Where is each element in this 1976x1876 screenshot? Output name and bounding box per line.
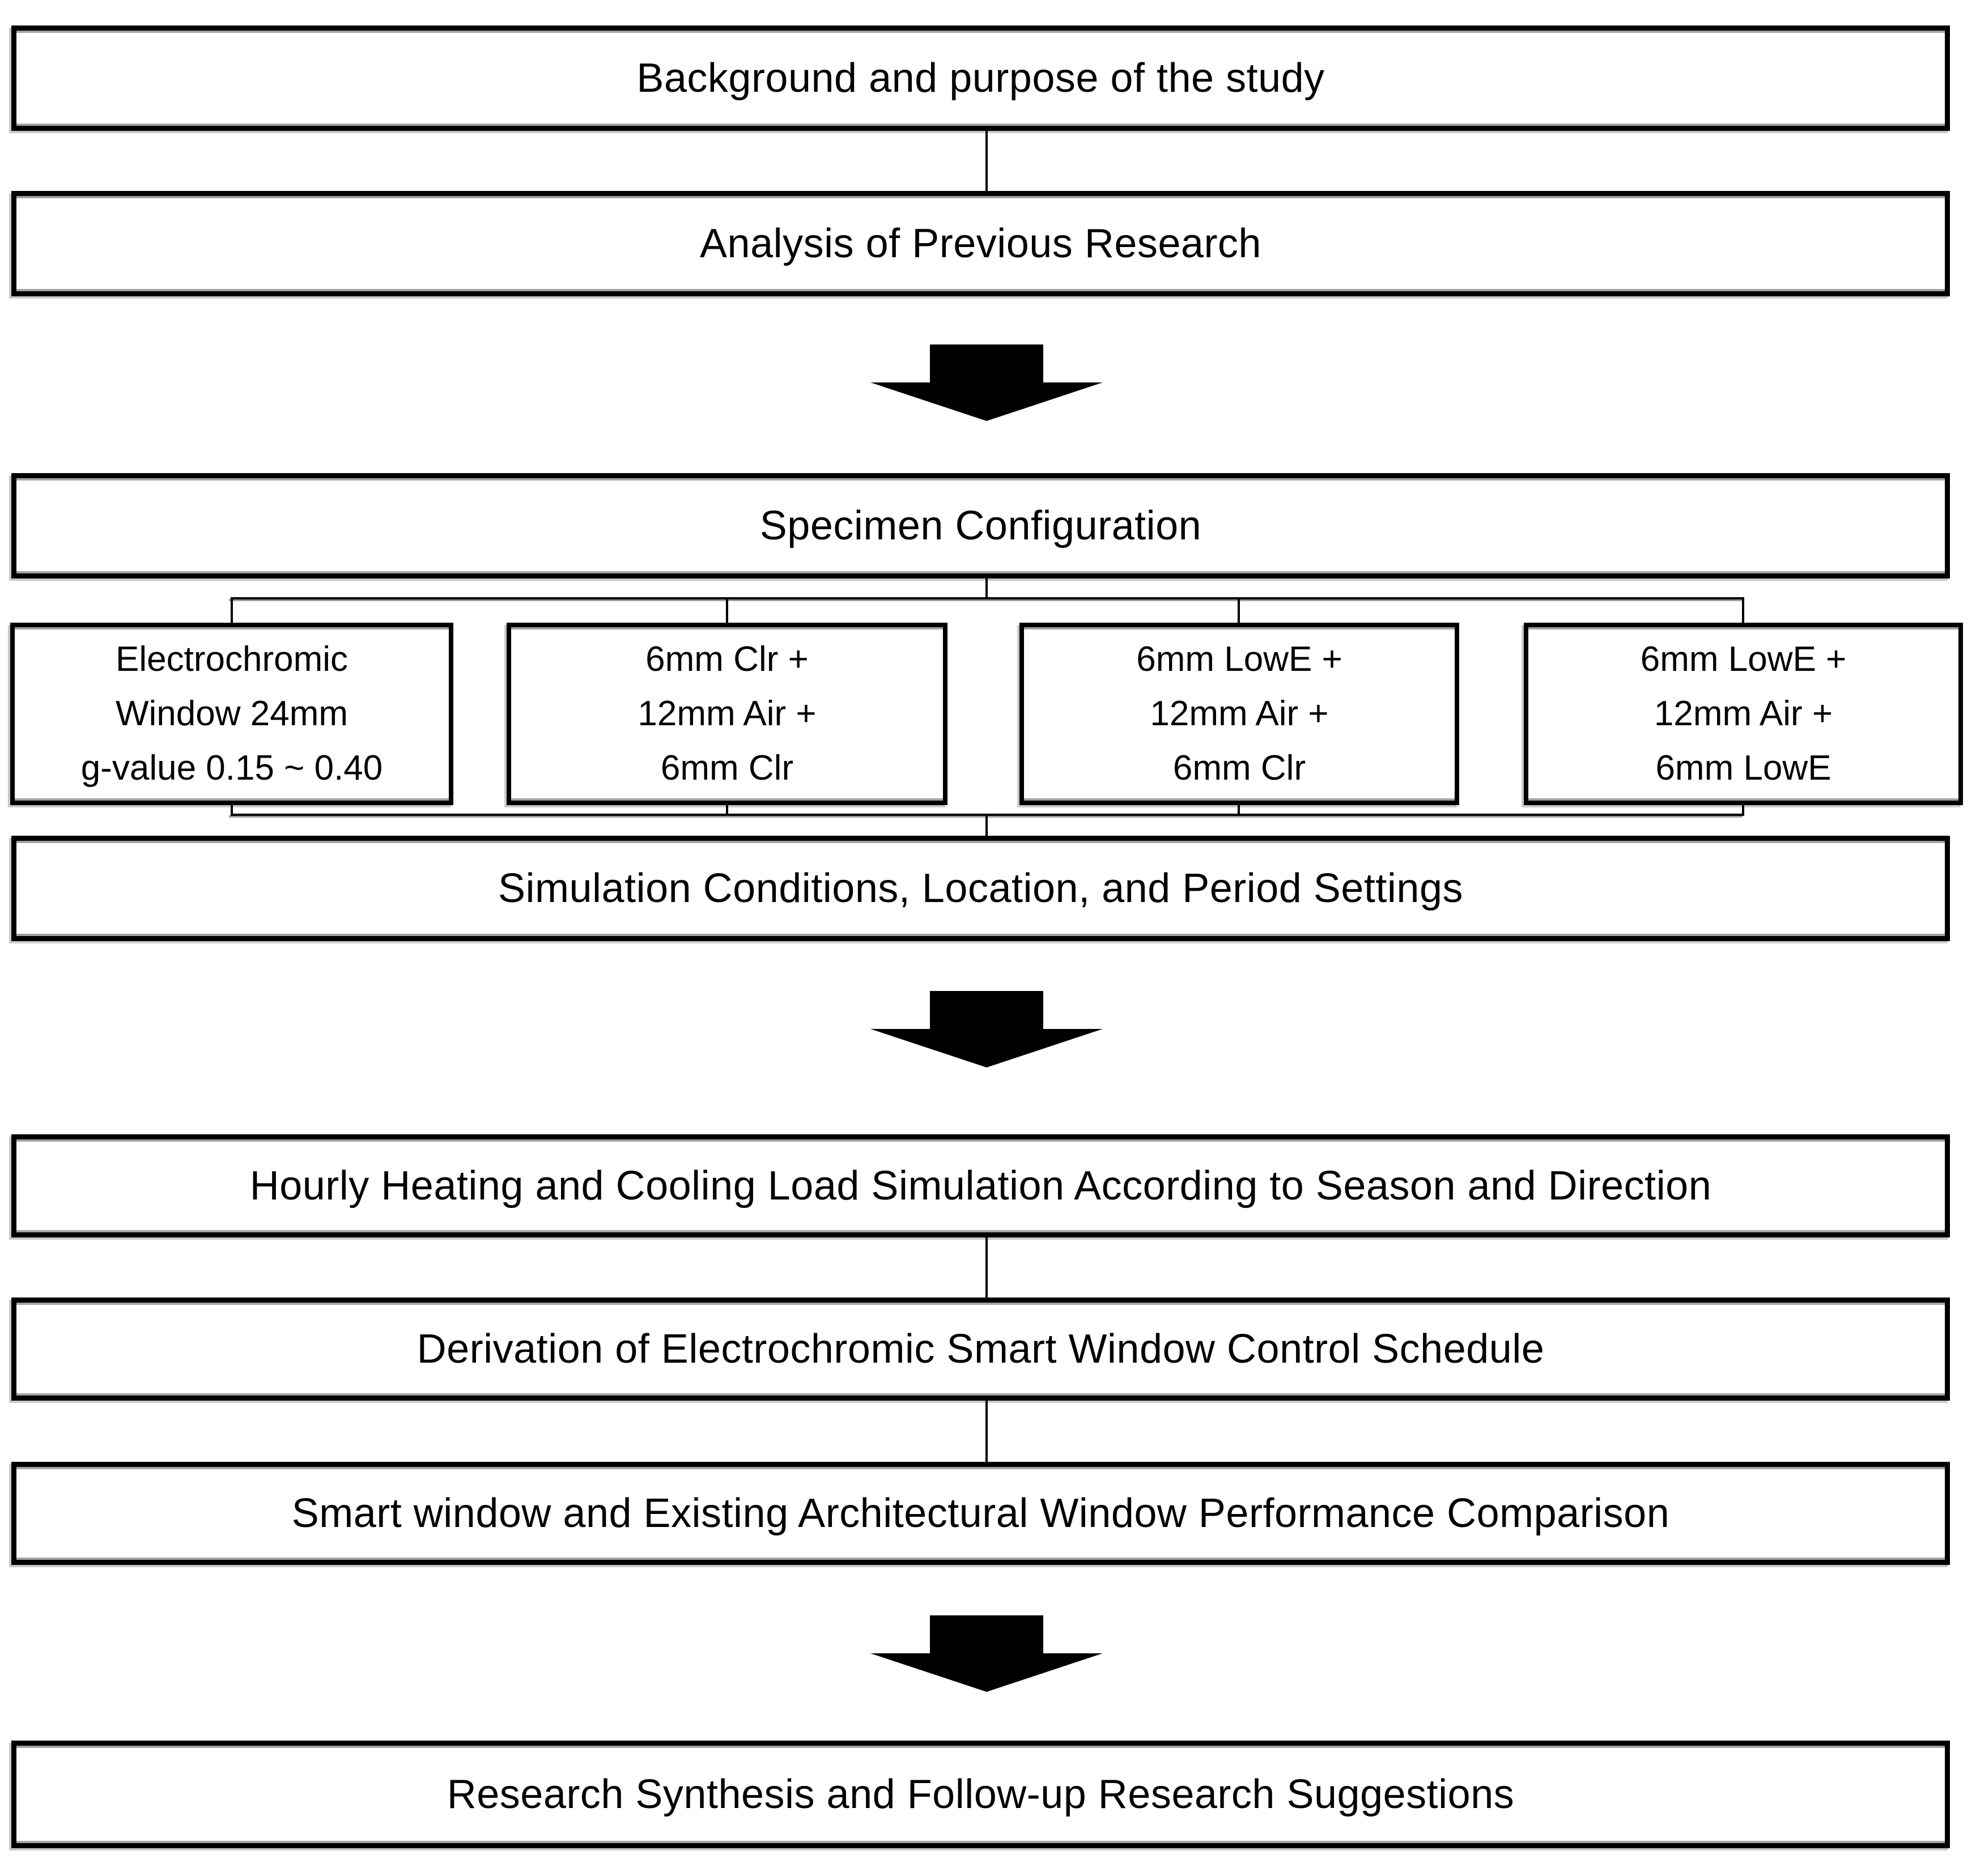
specimen-line: 6mm LowE + (1640, 640, 1847, 679)
down-arrow-icon (870, 1615, 1103, 1692)
flow-box-label: Hourly Heating and Cooling Load Simulati… (249, 1163, 1712, 1209)
connector-line (726, 805, 728, 816)
specimen-line: 6mm Clr (1172, 748, 1306, 788)
specimen-box-lowe-air-lowe: 6mm LowE + 12mm Air + 6mm LowE (1524, 623, 1963, 805)
connector-line (985, 578, 988, 599)
specimen-line: 12mm Air + (638, 694, 817, 733)
flow-box-derivation: Derivation of Electrochromic Smart Windo… (11, 1298, 1950, 1401)
flow-box-label: Background and purpose of the study (636, 56, 1325, 101)
connector-line (1238, 597, 1240, 623)
down-arrow-stem (930, 1615, 1043, 1653)
connector-line (726, 597, 728, 623)
flow-box-simulation: Simulation Conditions, Location, and Per… (11, 836, 1950, 941)
down-arrow-icon (870, 344, 1103, 421)
specimen-box-lowe-air-clr: 6mm LowE + 12mm Air + 6mm Clr (1019, 623, 1459, 805)
flow-box-label: Derivation of Electrochromic Smart Windo… (417, 1326, 1545, 1372)
flow-box-label: Research Synthesis and Follow-up Researc… (447, 1772, 1515, 1817)
flow-box-synthesis: Research Synthesis and Follow-up Researc… (11, 1741, 1950, 1848)
flow-box-label: Simulation Conditions, Location, and Per… (498, 866, 1464, 911)
flow-box-specimen: Specimen Configuration (11, 473, 1950, 578)
down-arrow-stem (930, 991, 1043, 1029)
flow-box-hourly: Hourly Heating and Cooling Load Simulati… (11, 1134, 1950, 1237)
specimen-box-electrochromic: Electrochromic Window 24mm g-value 0.15 … (10, 623, 453, 805)
specimen-line: Window 24mm (116, 694, 348, 733)
specimen-line: g-value 0.15 ~ 0.40 (80, 748, 383, 788)
down-arrow-stem (930, 344, 1043, 382)
connector-line (231, 597, 233, 623)
specimen-line: 6mm Clr + (645, 640, 809, 679)
down-arrow-head (870, 1653, 1103, 1692)
flow-box-label: Analysis of Previous Research (700, 221, 1261, 266)
flow-box-label: Smart window and Existing Architectural … (291, 1491, 1670, 1536)
specimen-line: 6mm LowE + (1136, 640, 1342, 679)
connector-line (1742, 597, 1744, 623)
specimen-line: 6mm Clr (660, 748, 794, 788)
specimen-line: 12mm Air + (1654, 694, 1833, 733)
specimen-line: 12mm Air + (1150, 694, 1329, 733)
down-arrow-head (870, 382, 1103, 421)
down-arrow-head (870, 1029, 1103, 1067)
connector-line (985, 1401, 988, 1462)
specimen-line: Electrochromic (116, 640, 348, 679)
flow-box-analysis: Analysis of Previous Research (11, 191, 1950, 296)
flow-box-background: Background and purpose of the study (11, 25, 1950, 131)
connector-line (985, 131, 988, 191)
down-arrow-icon (870, 991, 1103, 1067)
connector-line (985, 816, 988, 836)
connector-line (1742, 805, 1744, 816)
flow-box-comparison: Smart window and Existing Architectural … (11, 1462, 1950, 1565)
specimen-line: 6mm LowE (1655, 748, 1831, 788)
connector-line (231, 814, 1744, 816)
connector-line (985, 1237, 988, 1298)
connector-line (1238, 805, 1240, 816)
flow-box-label: Specimen Configuration (759, 503, 1202, 548)
connector-line (231, 805, 233, 816)
connector-line (231, 597, 1744, 599)
specimen-box-clr-air-clr: 6mm Clr + 12mm Air + 6mm Clr (507, 623, 947, 805)
